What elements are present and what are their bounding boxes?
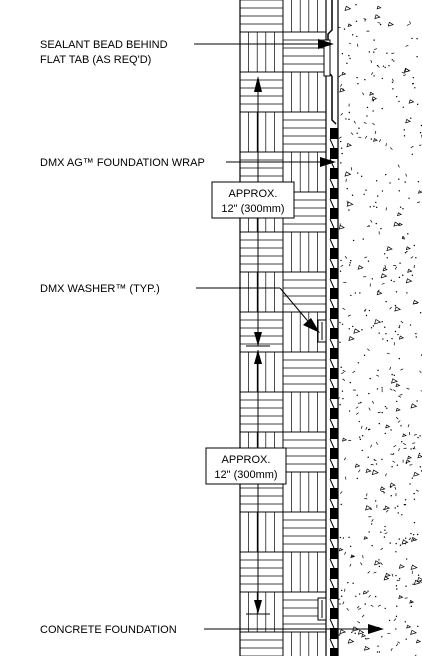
wrap-dimple	[330, 408, 338, 419]
wrap-dimple	[330, 388, 338, 399]
wrap-dimple	[330, 228, 338, 239]
wall-framing-hatch	[240, 0, 326, 656]
wrap-dimple	[330, 368, 338, 379]
wall-hatch-block	[240, 391, 284, 433]
wrap-dimple	[330, 148, 338, 159]
washer-upper	[317, 319, 327, 343]
dimension-upper-line2: 12" (300mm)	[221, 203, 284, 215]
wall-hatch-block	[282, 31, 326, 73]
wrap-dimple	[330, 288, 338, 299]
foundation-wrap-membrane	[323, 0, 337, 125]
wall-hatch-block	[282, 0, 326, 33]
dimension-box-lower: APPROX. 12" (300mm)	[205, 447, 287, 485]
wrap-dimple	[330, 568, 338, 579]
wrap-dimple	[330, 168, 338, 179]
wrap-dimple	[330, 428, 338, 439]
wrap-dimple	[330, 648, 338, 656]
wall-hatch-block	[282, 391, 326, 433]
wrap-dimple	[330, 268, 338, 279]
wall-hatch-block	[240, 111, 284, 153]
wall-hatch-block	[240, 231, 284, 273]
wrap-dimple	[330, 208, 338, 219]
concrete-foundation-hatch	[338, 3, 422, 656]
callout-concrete: CONCRETE FOUNDATION	[40, 624, 177, 636]
wrap-dimple	[330, 128, 338, 139]
wall-hatch-block	[282, 511, 326, 553]
wrap-dimple	[330, 308, 338, 319]
wall-hatch-block	[282, 431, 326, 473]
foundation-wrap-dimples	[329, 128, 338, 656]
flat-tab	[323, 39, 331, 77]
dimension-upper-line1: APPROX.	[229, 188, 278, 200]
wrap-dimple	[330, 468, 338, 479]
wrap-dimple	[330, 348, 338, 359]
wall-hatch-block	[240, 591, 284, 633]
wrap-dimple	[330, 608, 338, 619]
wrap-dimple	[330, 628, 338, 639]
wrap-dimple	[330, 188, 338, 199]
wall-hatch-block	[240, 551, 284, 593]
wall-hatch-block	[240, 351, 284, 393]
washer-lower	[317, 597, 327, 621]
wall-hatch-block	[240, 271, 284, 313]
wall-hatch-block	[282, 471, 326, 513]
callout-sealant-line1: SEALANT BEAD BEHIND	[40, 39, 168, 51]
callout-sealant-line2: FLAT TAB (AS REQ'D)	[40, 54, 151, 66]
leader-foundation-wrap	[226, 157, 336, 167]
leader-concrete	[204, 624, 384, 634]
dimension-lower-line2: 12" (300mm)	[214, 469, 277, 481]
wall-hatch-block	[282, 631, 326, 656]
wall-hatch-block	[240, 0, 284, 33]
dimension-lower-line1: APPROX.	[222, 454, 271, 466]
wrap-dimple	[330, 548, 338, 559]
wrap-dimple	[330, 588, 338, 599]
wall-hatch-block	[282, 71, 326, 113]
wrap-dimple	[330, 448, 338, 459]
wrap-dimple	[330, 528, 338, 539]
wrap-dimple	[330, 248, 338, 259]
wall-hatch-block	[282, 351, 326, 393]
wall-hatch-block	[240, 31, 284, 73]
wrap-dimple	[330, 328, 338, 339]
callout-foundation-wrap: DMX AG™ FOUNDATION WRAP	[40, 157, 205, 169]
wall-hatch-block	[282, 231, 326, 273]
wall-hatch-block	[240, 511, 284, 553]
wrap-dimple	[330, 508, 338, 519]
dimension-box-upper: APPROX. 12" (300mm)	[211, 181, 295, 219]
wall-hatch-block	[282, 551, 326, 593]
wall-hatch-block	[282, 111, 326, 153]
wall-hatch-block	[282, 271, 326, 313]
wrap-dimple	[330, 488, 338, 499]
callout-washer: DMX WASHER™ (TYP.)	[40, 283, 160, 295]
wall-hatch-block	[240, 631, 284, 656]
leader-washer	[196, 287, 320, 333]
leader-sealant	[194, 39, 334, 49]
